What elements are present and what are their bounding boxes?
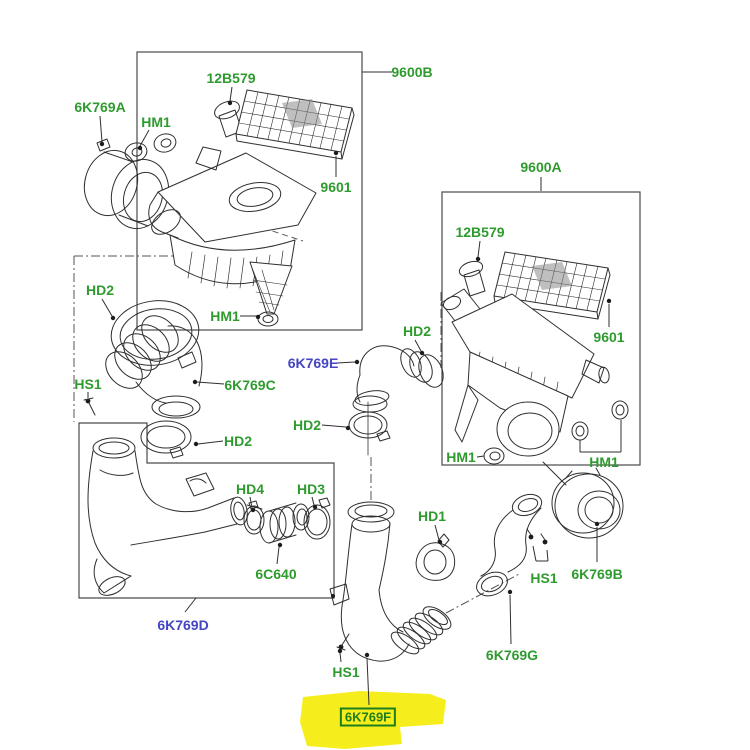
part-label-hm1-2: HM1	[210, 308, 240, 324]
part-label-hs1-1: HS1	[74, 376, 102, 392]
part-label-hs1-2: HS1	[530, 570, 558, 586]
part-6k769a-sketch	[83, 138, 170, 230]
part-hd2-clamp-left-sketch	[110, 300, 200, 369]
part-label-9601-1: 9601	[320, 179, 352, 195]
part-hs1-bottom-sketch	[336, 633, 350, 651]
part-label-12b579-1: 12B579	[206, 70, 256, 86]
part-hd1-sketch	[415, 533, 456, 581]
part-hd2-ring-center-sketch	[348, 411, 391, 442]
part-label-9600b: 9600B	[391, 64, 433, 80]
leader-lines	[87, 71, 622, 706]
part-label-6k769e: 6K769E	[287, 355, 339, 371]
part-label-9601-2: 9601	[593, 329, 625, 345]
part-6k769g-sketch	[476, 493, 548, 597]
part-6k769b-sketch	[551, 467, 624, 539]
part-label-6c640: 6C640	[255, 566, 297, 582]
part-label-hd2-1: HD2	[85, 282, 115, 298]
assembly-box-9600b	[136, 51, 363, 331]
part-label-hd4: HD4	[235, 481, 265, 497]
part-label-hm1-1: HM1	[141, 114, 171, 130]
part-air-cleaner-left-sketch	[148, 146, 317, 327]
part-hs1-left-sketch	[83, 397, 96, 416]
part-label-6k769g: 6K769G	[485, 647, 539, 663]
assembly-box-9600a	[441, 191, 641, 466]
part-label-12b579-2: 12B579	[455, 224, 505, 240]
part-label-6k769b: 6K769B	[571, 566, 623, 582]
part-label-hd1: HD1	[417, 508, 447, 524]
part-label-hd3: HD3	[296, 481, 326, 497]
datum-lines	[73, 196, 522, 614]
part-hm1-right-pair-sketch	[571, 400, 629, 441]
part-6k769d-sketch	[87, 437, 248, 596]
highlight-marker	[300, 691, 446, 749]
part-hd4-sketch	[243, 500, 265, 535]
part-9601-right-sketch	[493, 251, 611, 320]
part-label-hs1-3: HS1	[332, 664, 360, 680]
part-label-6k769d: 6K769D	[157, 617, 209, 633]
part-6c640-sketch	[259, 502, 310, 544]
part-hd3-sketch	[303, 497, 331, 540]
part-label-hd2-3: HD2	[402, 323, 432, 339]
part-6k769e-sketch	[352, 345, 444, 456]
part-label-6k769a: 6K769A	[74, 99, 126, 115]
part-label-hm1-4: HM1	[589, 454, 619, 470]
part-air-cleaner-right-sketch	[440, 288, 610, 486]
part-label-hd2-2: HD2	[223, 433, 253, 449]
part-label-6k769f-highlighted: 6K769F	[339, 707, 397, 727]
assembly-box-6k769d	[78, 422, 335, 599]
part-label-hd2-4: HD2	[292, 417, 322, 433]
part-12b579-right-sketch	[458, 260, 486, 297]
part-label-6k769c: 6K769C	[224, 377, 276, 393]
part-hm1-grommets-left	[124, 133, 177, 162]
part-hd2-ring-left-sketch	[140, 420, 192, 459]
part-6k769f-sketch	[329, 501, 452, 662]
part-9601-left-sketch	[235, 89, 355, 160]
part-hm1-right-single-sketch	[483, 447, 505, 465]
part-label-hm1-3: HM1	[446, 449, 476, 465]
part-label-9600a: 9600A	[520, 159, 562, 175]
part-6k769c-sketch	[105, 315, 203, 419]
